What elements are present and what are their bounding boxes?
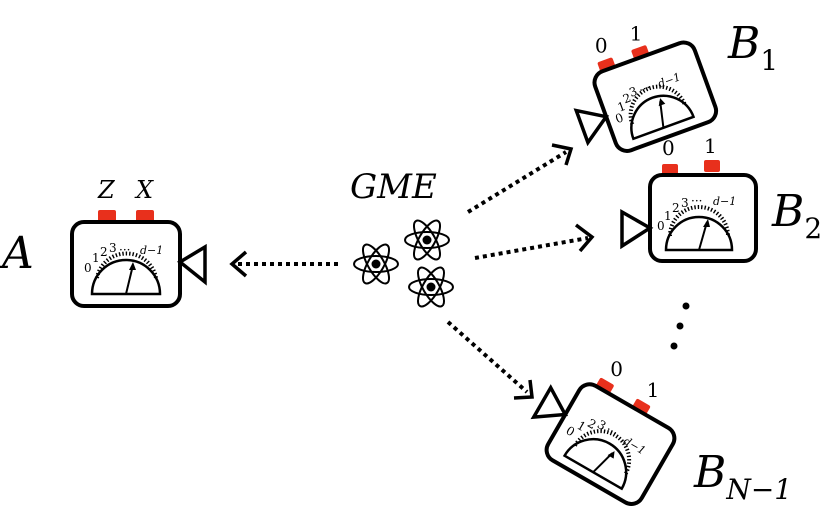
party-bn-label-sub: N−1	[725, 473, 792, 506]
dial-label-3: 3	[109, 241, 117, 255]
party-a-dial	[90, 258, 162, 296]
dotted-arrow-icon	[446, 320, 529, 394]
party-a-device: A Z X 0 1 2 3 ··· d−1	[0, 176, 207, 308]
dial-label-1: 1	[664, 209, 672, 223]
dial-label-2: 2	[100, 245, 108, 259]
dotted-arrow-icon	[474, 236, 589, 260]
party-a-button-x-label: X	[134, 176, 154, 204]
dial-label-3: 3	[627, 84, 639, 100]
dial-label-dots: ···	[637, 80, 653, 97]
party-b1-needle-tip	[658, 98, 666, 107]
party-b1-dial-ticks	[628, 84, 687, 125]
party-bn-device: 0 1 0 1 2 3 ··· d−1	[530, 357, 677, 506]
dial-label-dots: ···	[691, 194, 702, 208]
gme-label: GME	[350, 167, 437, 207]
atom-icon	[353, 239, 399, 289]
party-b2-label: B2	[771, 186, 822, 245]
party-b2-label-sub: 2	[804, 212, 822, 245]
party-b2-label-main: B	[771, 186, 804, 237]
dial-label-3: 3	[681, 196, 689, 210]
party-a-button-z	[98, 210, 116, 223]
dial-label-d-1: d−1	[140, 244, 163, 257]
party-a-label: A	[0, 228, 34, 279]
party-b1-label-sub: 1	[760, 44, 778, 77]
dial-label-0: 0	[84, 261, 92, 275]
dial-label-d-1: d−1	[713, 195, 736, 208]
party-b1-label: B1	[727, 18, 778, 77]
party-b1-label-main: B	[727, 18, 760, 69]
party-bn-label: BN−1	[693, 447, 792, 506]
gme-source: GME	[350, 167, 454, 312]
dial-label-2: 2	[621, 91, 633, 107]
party-b2-dial-ticks	[668, 205, 730, 237]
party-b2-needle-tip	[703, 219, 710, 227]
arrowhead-b2	[574, 223, 595, 253]
party-bn-button-1-label: 1	[647, 378, 660, 402]
party-bn-lens	[530, 384, 569, 420]
party-bn-label-main: B	[693, 447, 726, 498]
party-b1-needle	[659, 101, 665, 128]
party-b1-button-1-label: 1	[630, 21, 643, 45]
ellipsis-dot	[676, 322, 684, 330]
dial-label-2: 2	[672, 201, 680, 215]
atom-icon	[404, 215, 450, 265]
party-b2-button-1	[704, 160, 720, 172]
party-bn-dial-ticks	[573, 429, 632, 476]
party-b2-button-1-label: 1	[704, 134, 717, 158]
party-b1-device: 0 1 0 1 2 3 ··· d−1	[573, 21, 719, 153]
party-bn-button-0-label: 0	[610, 357, 623, 381]
party-a-dial-ticks	[95, 251, 158, 279]
party-b1-lens	[573, 108, 610, 147]
party-a-button-z-label: Z	[97, 176, 116, 204]
atom-icon	[408, 262, 454, 312]
dial-label-0: 0	[613, 110, 625, 126]
arrowhead-bn	[513, 379, 534, 400]
arrowhead-b1	[551, 143, 574, 166]
party-b2-button-0-label: 0	[662, 136, 675, 160]
ellipsis-dot	[682, 302, 690, 310]
party-b2-device: 0 1 0 1 2 3 ··· d−1	[620, 134, 758, 263]
party-a-lens	[176, 243, 207, 286]
party-bn-needle-tip	[607, 451, 615, 459]
dial-label-1: 1	[92, 251, 100, 265]
dial-label-1: 1	[616, 99, 628, 115]
vertical-ellipsis	[670, 302, 690, 350]
ellipsis-dot	[670, 342, 678, 350]
party-b1-button-0-label: 0	[595, 34, 608, 58]
party-a-dial-labels: 0 1 2 3 ··· d−1	[84, 241, 163, 275]
dial-label-dots: ···	[119, 243, 130, 257]
arrows	[229, 143, 595, 400]
dotted-arrow-icon	[466, 150, 568, 214]
party-bn-needle	[592, 452, 613, 473]
party-b2-lens	[620, 208, 654, 250]
party-b2-dial-labels: 0 1 2 3 ··· d−1	[657, 194, 736, 233]
party-a-needle-tip	[129, 262, 136, 270]
dial-label-0: 0	[657, 219, 665, 233]
arrowhead-a	[229, 250, 248, 278]
party-a-button-x	[136, 210, 154, 223]
